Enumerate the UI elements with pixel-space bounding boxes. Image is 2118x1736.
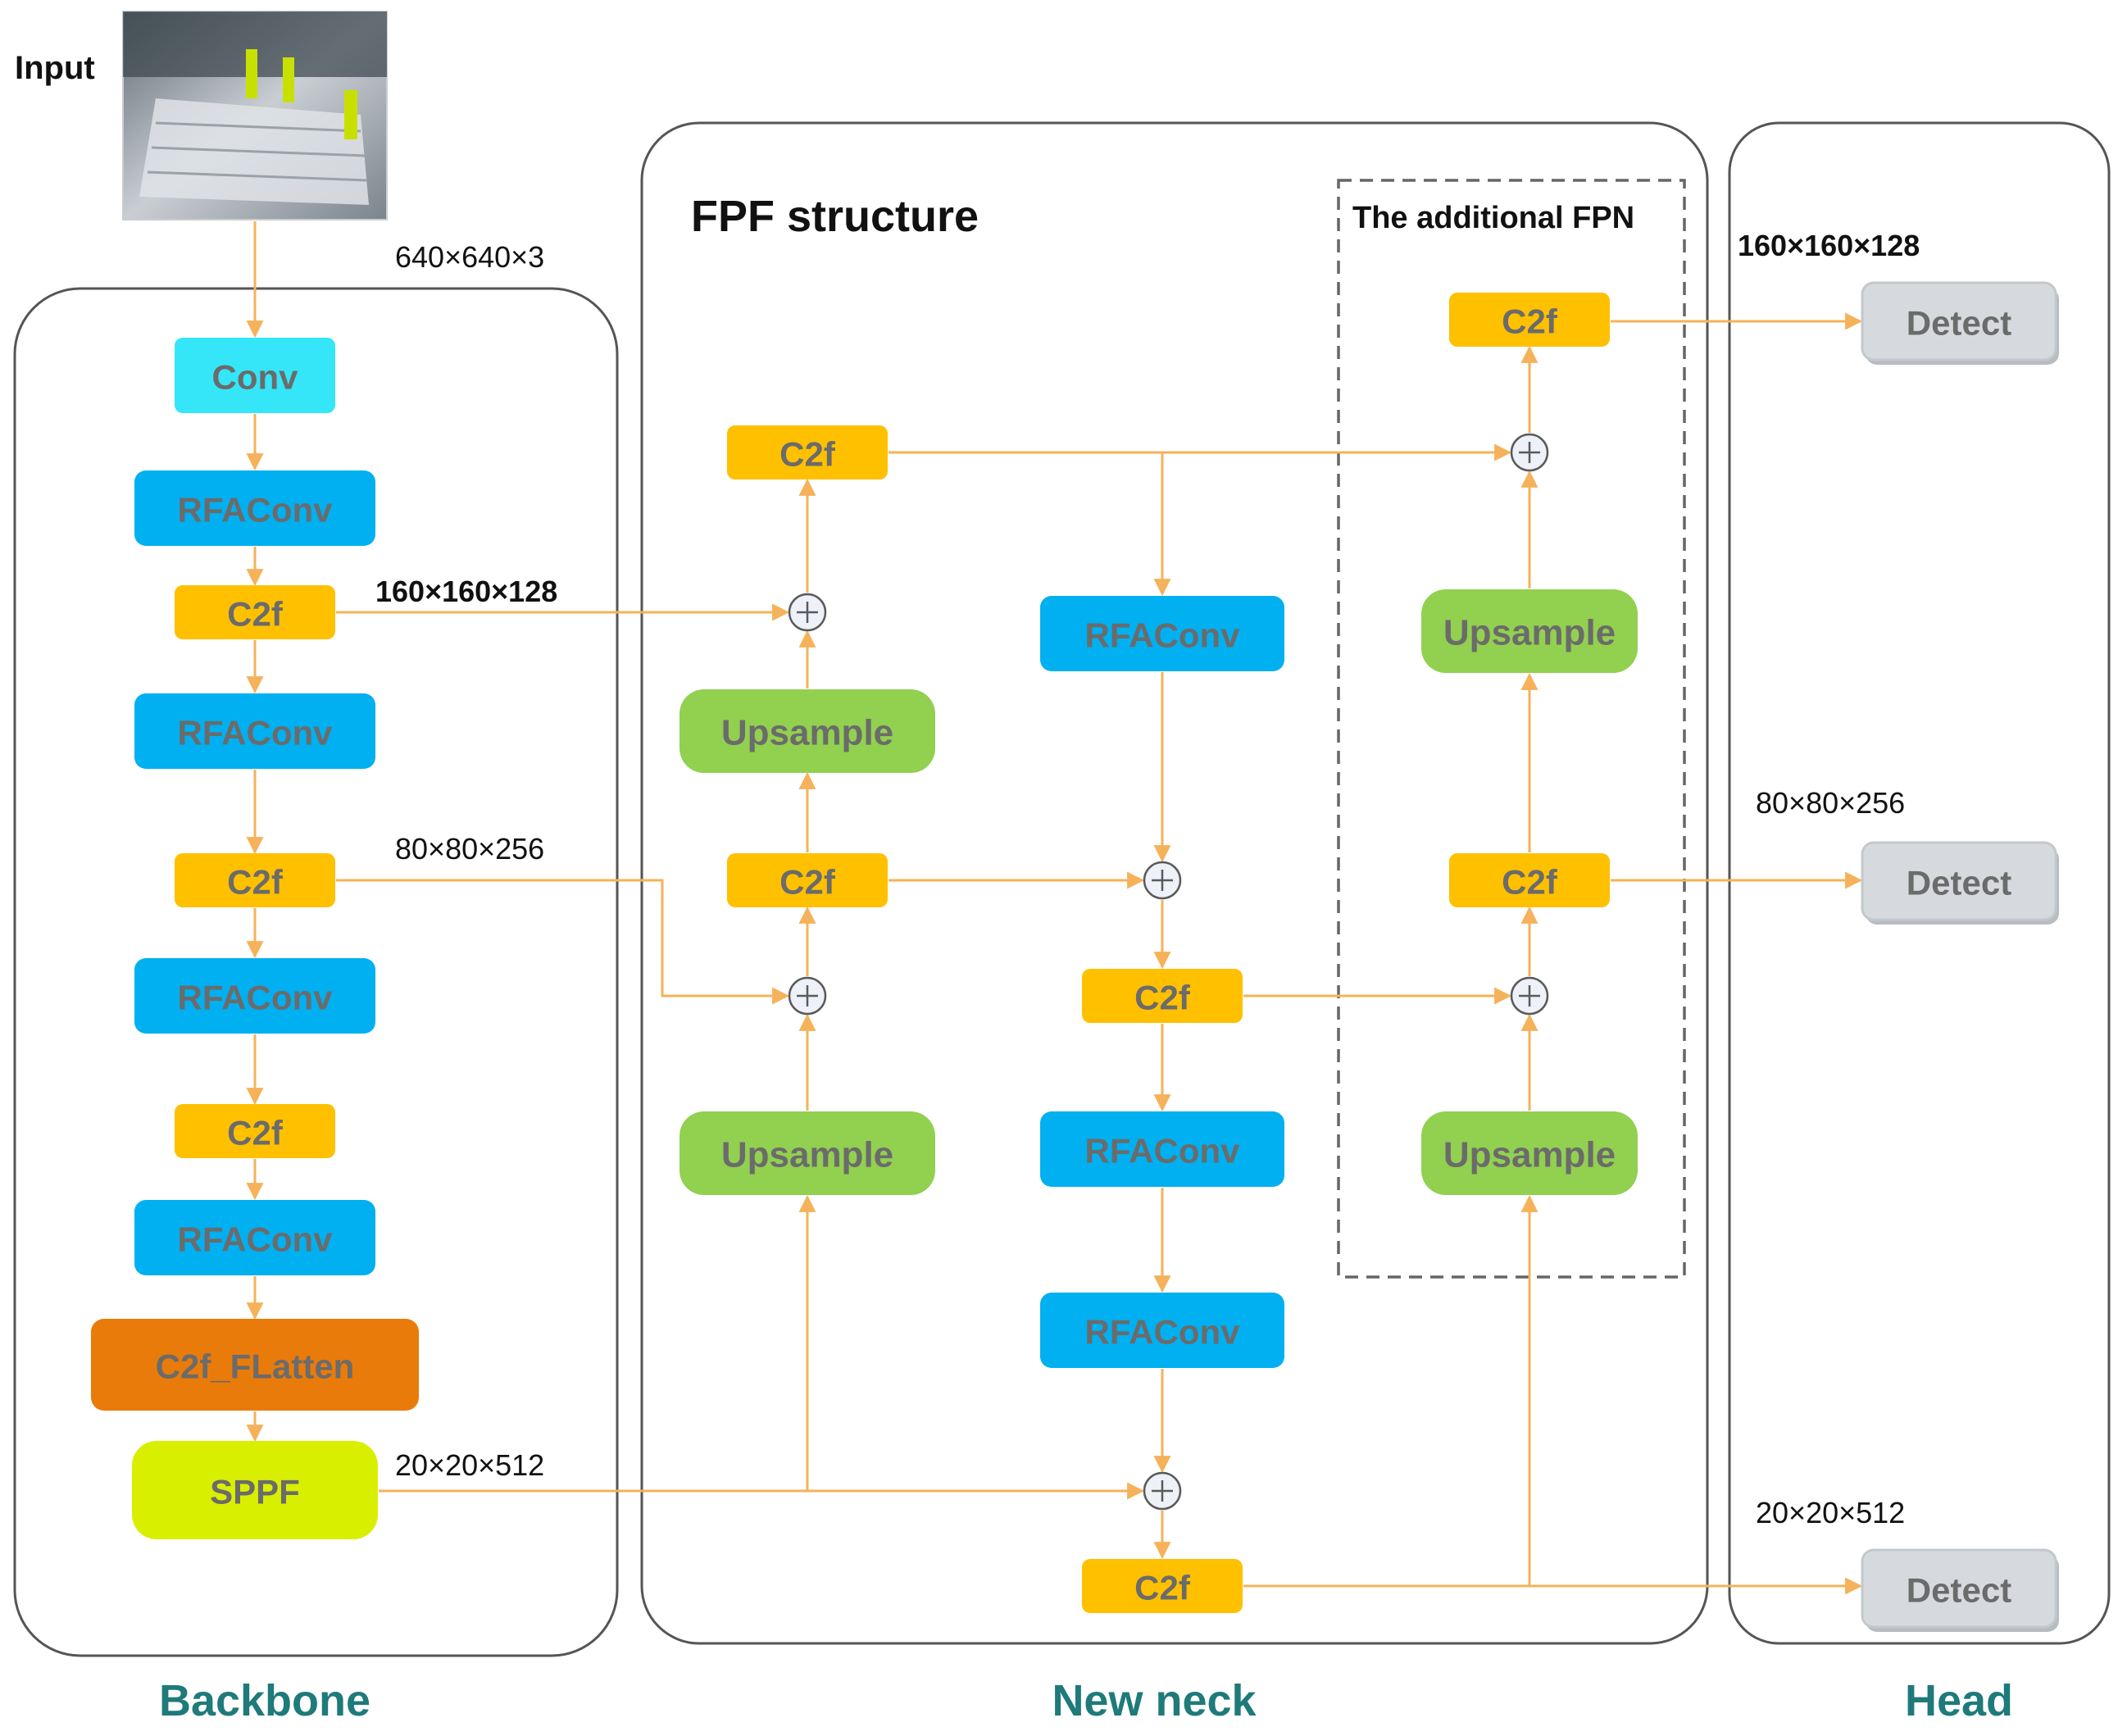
svg-text:C2f: C2f: [227, 595, 284, 634]
svg-text:C2f: C2f: [779, 435, 836, 474]
neck-rfaconv-2: RFAConv: [1040, 1111, 1284, 1187]
svg-text:C2f: C2f: [227, 1114, 284, 1152]
additional-fpn-container: [1337, 179, 1686, 1279]
fpn-upsample-2: Upsample: [1421, 1111, 1638, 1195]
svg-text:RFAConv: RFAConv: [1085, 1313, 1241, 1352]
rfaconv-block-3: RFAConv: [134, 958, 375, 1034]
neck-rfaconv-1: RFAConv: [1040, 596, 1284, 671]
dim-head-p5: 20×20×512: [1756, 1496, 1905, 1529]
input-label: Input: [15, 50, 95, 86]
fpn-c2f-top: C2f: [1449, 293, 1610, 347]
svg-text:RFAConv: RFAConv: [178, 714, 334, 752]
svg-text:Upsample: Upsample: [1443, 613, 1616, 653]
svg-text:C2f: C2f: [779, 863, 836, 902]
head-container: [1728, 121, 2111, 1645]
conv-block: Conv: [175, 338, 335, 413]
concat-node-2: [788, 976, 827, 1016]
svg-text:RFAConv: RFAConv: [1085, 616, 1241, 655]
c2f-block-2: C2f: [175, 853, 335, 907]
fpn-c2f-mid: C2f: [1449, 853, 1610, 907]
dim-head-p2: 160×160×128: [1738, 229, 1920, 262]
concat-node-3: [1143, 861, 1182, 900]
input-image: [122, 11, 388, 220]
svg-text:SPPF: SPPF: [210, 1473, 300, 1511]
svg-text:C2f_FLatten: C2f_FLatten: [156, 1347, 355, 1386]
svg-text:Upsample: Upsample: [721, 713, 893, 753]
rfaconv-block-4: RFAConv: [134, 1200, 375, 1275]
fpf-structure-title: FPF structure: [691, 192, 979, 241]
concat-node-6: [1510, 976, 1549, 1016]
neck-c2f-center: C2f: [1082, 969, 1243, 1023]
sppf-block: SPPF: [132, 1441, 378, 1539]
neck-container: [640, 121, 1709, 1645]
section-backbone: Backbone: [159, 1676, 370, 1725]
concat-node-1: [788, 593, 827, 632]
detect-block-2: Detect: [1861, 841, 2059, 925]
c2f-block-3: C2f: [175, 1104, 335, 1158]
svg-text:C2f: C2f: [1502, 863, 1558, 902]
rfaconv-block-1: RFAConv: [134, 470, 375, 546]
fpn-upsample-1: Upsample: [1421, 589, 1638, 673]
additional-fpn-title: The additional FPN: [1352, 201, 1634, 235]
svg-text:RFAConv: RFAConv: [178, 979, 334, 1017]
c2f-block-1: C2f: [175, 585, 335, 639]
dim-p5: 20×20×512: [395, 1448, 544, 1482]
section-head: Head: [1905, 1676, 2013, 1725]
svg-text:Upsample: Upsample: [1443, 1135, 1616, 1175]
rfaconv-block-2: RFAConv: [134, 693, 375, 769]
detect-block-3: Detect: [1861, 1548, 2059, 1632]
backbone-container: [13, 287, 619, 1657]
dim-p2: 160×160×128: [375, 575, 557, 608]
dim-p3: 80×80×256: [395, 832, 544, 866]
svg-text:Conv: Conv: [212, 358, 299, 397]
svg-text:RFAConv: RFAConv: [178, 1220, 334, 1259]
svg-text:Detect: Detect: [1907, 304, 2011, 343]
svg-text:C2f: C2f: [1502, 302, 1558, 341]
neck-c2f-mid: C2f: [727, 853, 888, 907]
dim-input: 640×640×3: [395, 240, 544, 274]
neck-upsample-2: Upsample: [679, 1111, 935, 1195]
svg-text:RFAConv: RFAConv: [1085, 1132, 1241, 1170]
svg-text:Detect: Detect: [1907, 1571, 2011, 1610]
neck-c2f-top: C2f: [727, 425, 888, 479]
neck-c2f-bottom: C2f: [1082, 1559, 1243, 1613]
flow-p3-skip: [336, 879, 790, 1005]
c2f-flatten-block: C2f_FLatten: [91, 1319, 419, 1411]
svg-text:Detect: Detect: [1907, 864, 2011, 902]
svg-text:C2f: C2f: [1134, 1569, 1191, 1607]
concat-node-5: [1510, 433, 1549, 472]
dim-head-p3: 80×80×256: [1756, 786, 1905, 820]
svg-text:C2f: C2f: [227, 863, 284, 902]
svg-text:C2f: C2f: [1134, 979, 1191, 1017]
concat-node-4: [1143, 1471, 1182, 1511]
neck-upsample-1: Upsample: [679, 689, 935, 773]
svg-text:RFAConv: RFAConv: [178, 491, 334, 529]
detect-block-1: Detect: [1861, 281, 2059, 365]
section-new-neck: New neck: [1052, 1676, 1257, 1725]
svg-text:Upsample: Upsample: [721, 1135, 893, 1175]
neck-rfaconv-3: RFAConv: [1040, 1293, 1284, 1368]
